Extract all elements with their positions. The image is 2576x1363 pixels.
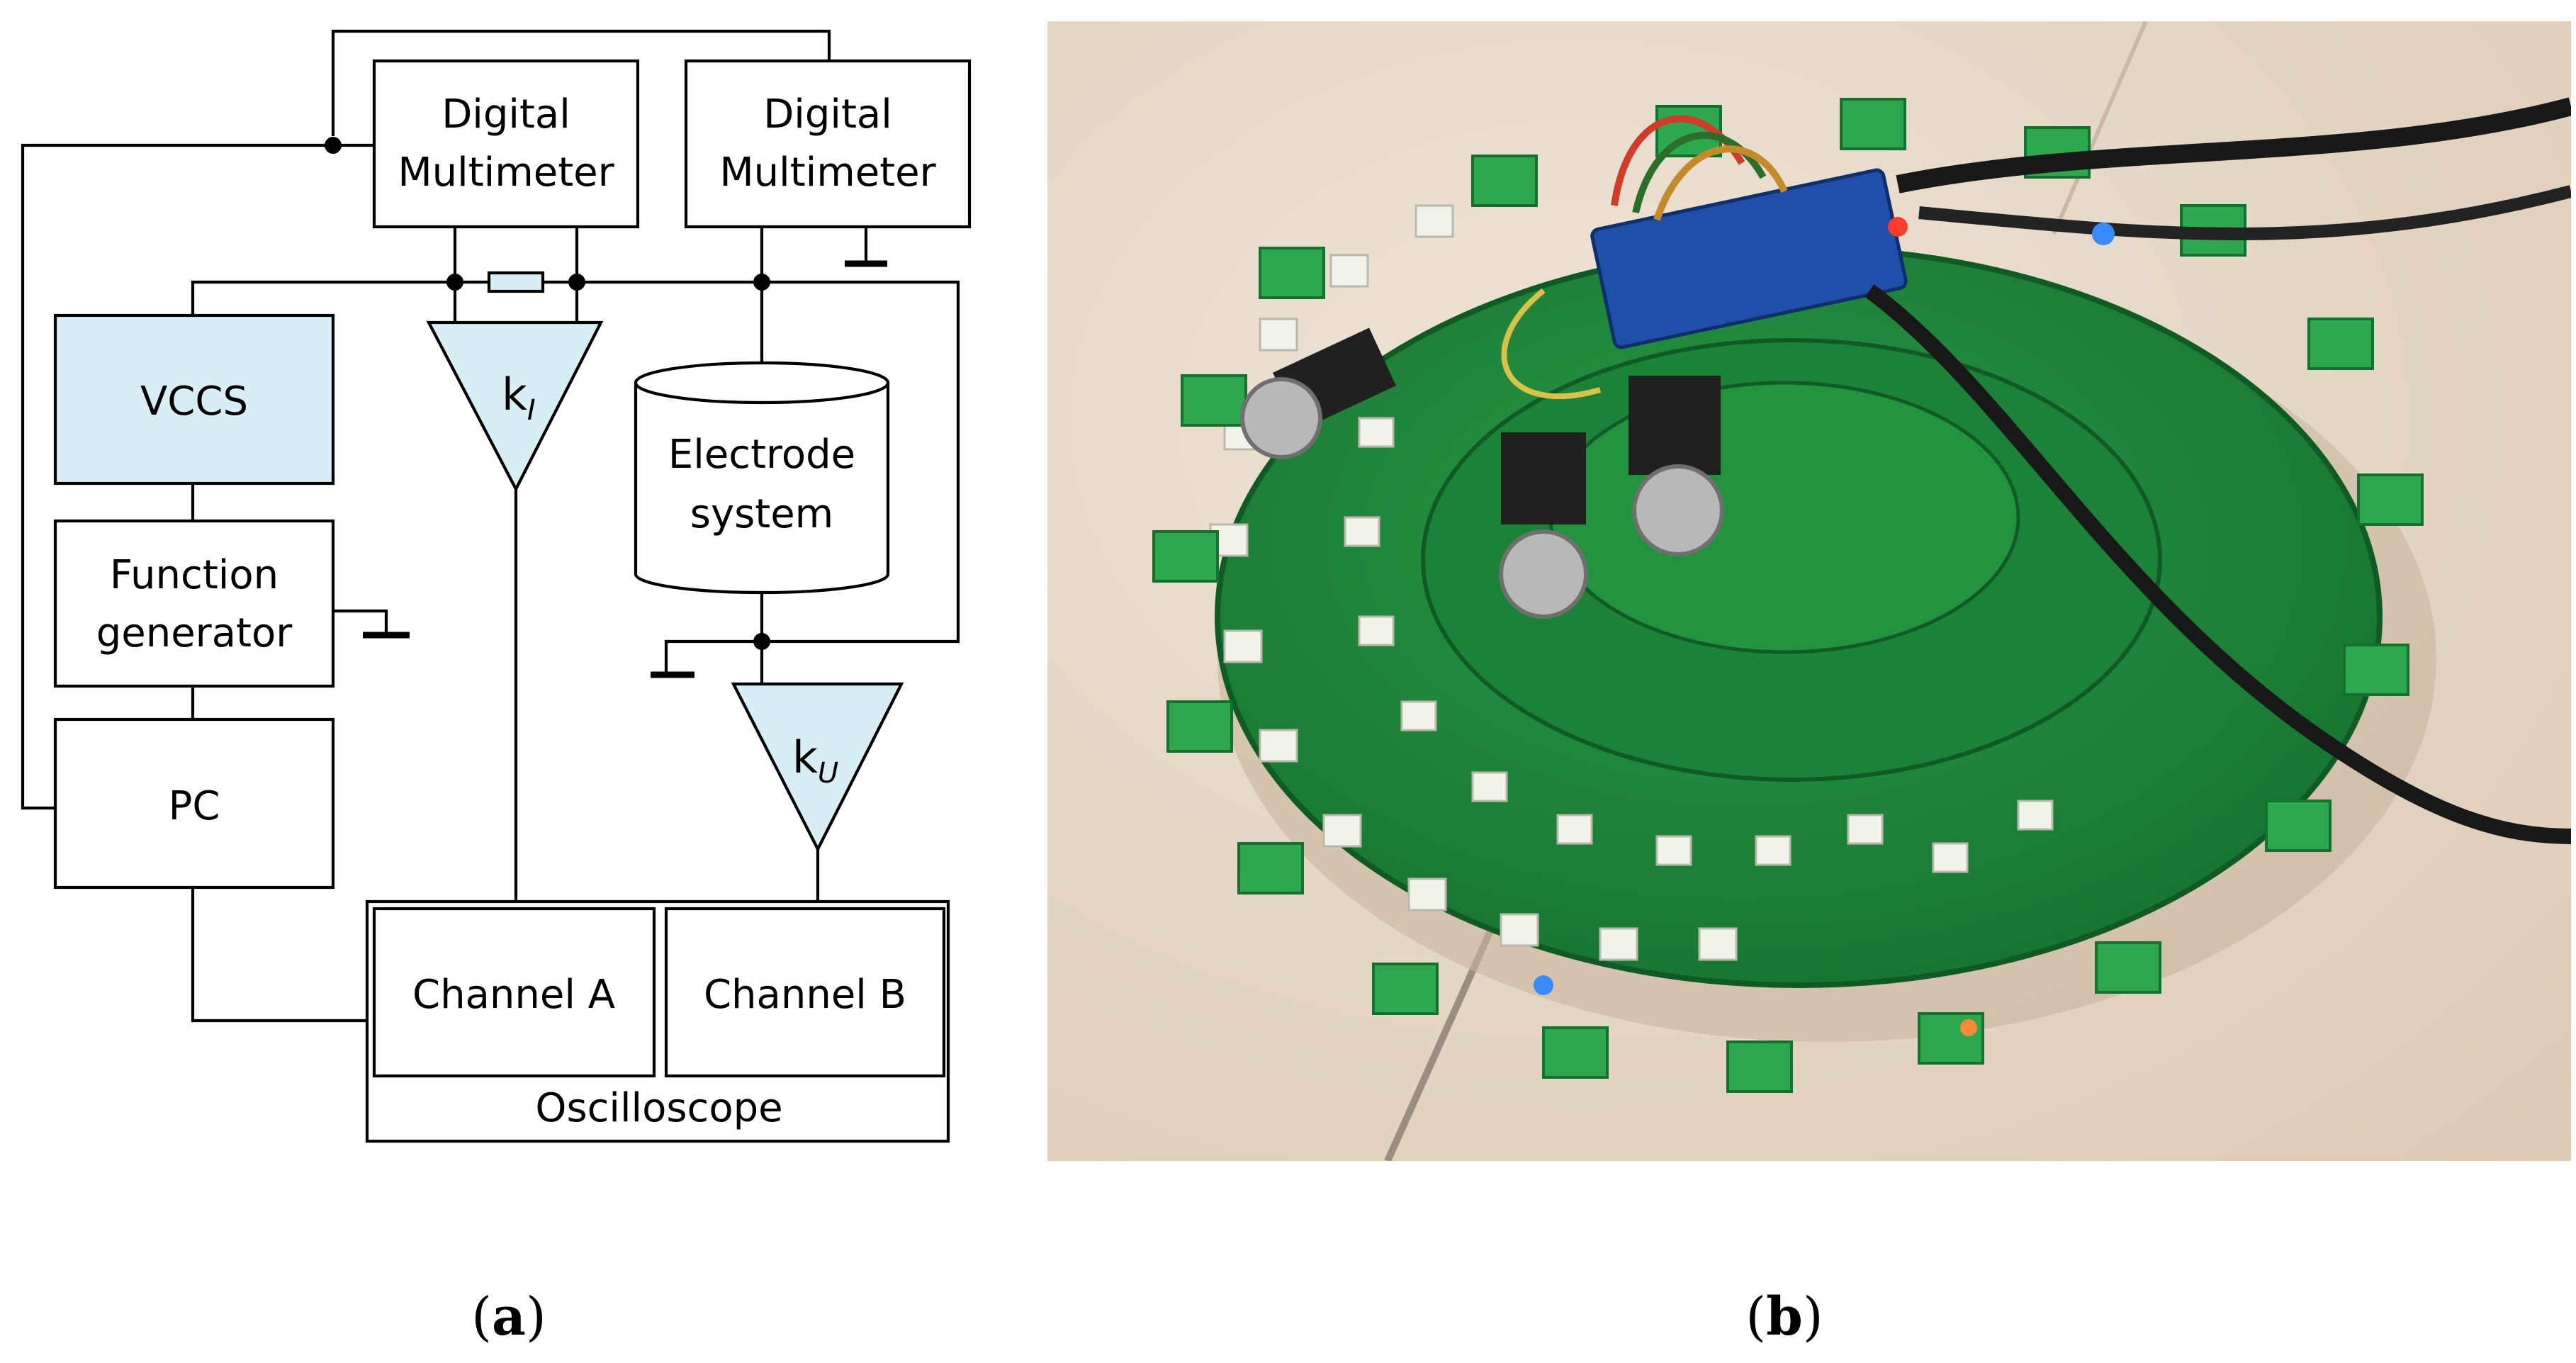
digital-multimeter-2: Digital Multimeter — [684, 59, 972, 229]
wire-fg-gnd — [333, 609, 388, 632]
connector — [1152, 530, 1219, 583]
wiring — [21, 29, 960, 1023]
led-blue — [2092, 223, 2115, 245]
dmm2-label-line1: Digital — [763, 91, 892, 138]
wire-orange — [1653, 145, 1788, 221]
vccs-label: VCCS — [140, 378, 248, 425]
junction-dots — [325, 137, 770, 650]
wire-yellow — [1501, 288, 1602, 400]
current-amplifier: kI — [426, 320, 604, 493]
connector — [2095, 941, 2161, 994]
pad — [1358, 615, 1395, 646]
electrode-label-line1: Electrode — [668, 432, 855, 478]
usb-cable — [1918, 185, 2571, 240]
dmm2-label-line2: Multimeter — [719, 150, 936, 196]
connector — [2357, 473, 2424, 526]
oscilloscope-block: Channel A Channel B Oscilloscope — [365, 899, 950, 1143]
bnc-connectors — [1240, 327, 1724, 619]
usb-cable — [1864, 284, 2571, 844]
ku-label: kU — [792, 731, 838, 790]
pc-label: PC — [169, 783, 220, 829]
bnc-body — [1501, 432, 1586, 525]
pc-block: PC — [53, 717, 335, 890]
voltage-amplifier: kU — [731, 682, 904, 853]
block-diagram: Digital Multimeter Digital Multimeter VC… — [21, 29, 972, 1143]
pad — [1400, 700, 1437, 731]
pcb-photo-illustration — [1047, 21, 2571, 1161]
pad — [1344, 516, 1380, 547]
pad — [1755, 835, 1792, 866]
sense-resistor — [487, 271, 545, 293]
pad — [1259, 729, 1298, 763]
pad — [1329, 254, 1369, 288]
pad — [1322, 814, 1362, 848]
pcb-photo — [1047, 21, 2571, 1161]
usb-cable — [1896, 97, 2571, 193]
channel-b-label: Channel B — [704, 972, 906, 1018]
pad — [1414, 204, 1454, 238]
connector — [1237, 842, 1304, 894]
bnc-body — [1629, 376, 1721, 475]
funcgen-label-line1: Function — [110, 552, 279, 598]
junction-dot — [446, 274, 463, 291]
wire-top-bus — [331, 29, 831, 136]
pad — [1556, 814, 1593, 845]
pad — [1259, 318, 1298, 352]
connector — [1471, 155, 1538, 207]
channel-a-label: Channel A — [412, 972, 615, 1018]
bnc-barrel — [1240, 377, 1322, 459]
connector — [1542, 1026, 1609, 1079]
wire-current-bus — [543, 280, 960, 644]
digital-multimeter-1: Digital Multimeter — [372, 59, 640, 229]
pad — [1847, 814, 1884, 845]
led-red — [1888, 217, 1908, 237]
oscilloscope-label: Oscilloscope — [535, 1085, 782, 1131]
junction-dot — [753, 633, 770, 650]
electrode-label-line2: system — [690, 491, 833, 537]
dmm1-label-line1: Digital — [441, 91, 570, 138]
pad — [1223, 629, 1263, 663]
pad — [1599, 927, 1638, 961]
pad — [1698, 927, 1738, 961]
wire-vccs-out — [191, 280, 489, 315]
junction-dot — [568, 274, 585, 291]
pad — [1500, 913, 1539, 947]
connector — [1726, 1041, 1793, 1093]
ki-label: kI — [502, 369, 536, 427]
pad — [1932, 842, 1969, 873]
vccs-block: VCCS — [53, 313, 335, 486]
connector — [2265, 800, 2332, 852]
dmm1-label-line2: Multimeter — [398, 150, 614, 196]
connector — [1181, 374, 1247, 427]
pad — [2017, 800, 2054, 831]
channel-b-block — [664, 907, 946, 1078]
channel-a-block — [372, 907, 656, 1078]
funcgen-label-line2: generator — [96, 610, 293, 656]
bnc-barrel — [1632, 464, 1724, 556]
pad — [1358, 417, 1395, 448]
floor-seam — [2052, 21, 2148, 235]
pad — [1407, 877, 1447, 912]
center-plate — [1548, 381, 2020, 654]
junction-dot — [753, 274, 770, 291]
caption-a: (a) — [471, 1286, 546, 1347]
wire-pc-osc — [191, 887, 372, 1023]
function-generator-block: Function generator — [53, 519, 335, 688]
connector — [1166, 700, 1233, 753]
electrode-system: Electrode system — [634, 361, 890, 595]
wire-pc-dmm — [21, 143, 374, 810]
connector — [1840, 98, 1906, 150]
pad — [1471, 771, 1508, 802]
wire-electrode-gnd — [664, 639, 762, 672]
pad — [1655, 835, 1692, 866]
led-orange — [1960, 1019, 1977, 1036]
connector — [1259, 247, 1325, 299]
led-blue — [1534, 975, 1553, 995]
bnc-barrel — [1499, 529, 1588, 619]
connector — [2307, 318, 2374, 370]
caption-b: (b) — [1745, 1286, 1823, 1347]
junction-dot — [325, 137, 342, 154]
connector — [1372, 963, 1439, 1015]
connector — [2343, 644, 2409, 696]
